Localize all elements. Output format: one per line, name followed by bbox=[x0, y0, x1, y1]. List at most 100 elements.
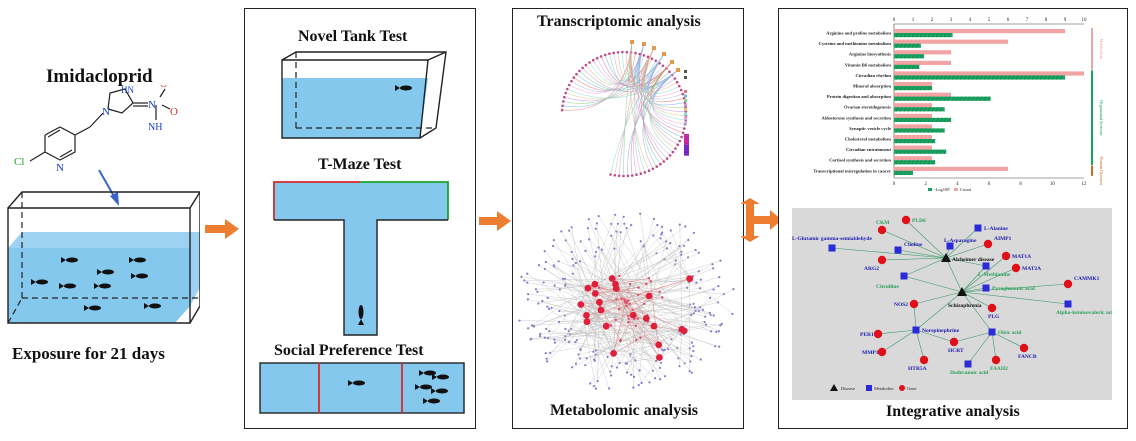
tmaze-diagram bbox=[273, 181, 449, 336]
network-hub-node bbox=[680, 327, 688, 335]
network-edge bbox=[528, 288, 588, 329]
network-hub-node bbox=[655, 341, 663, 349]
network-leaf-node bbox=[550, 306, 553, 309]
network-leaf-node bbox=[578, 357, 582, 360]
bar-hatch bbox=[935, 128, 939, 133]
network-leaf-node bbox=[613, 247, 616, 250]
network-leaf-node bbox=[614, 213, 617, 216]
network-inner-node bbox=[643, 302, 646, 305]
bar-hatch bbox=[919, 117, 923, 123]
disease-label: Alzheimer disease bbox=[952, 257, 995, 263]
legend-gene-label: Gene bbox=[907, 386, 917, 391]
network-edge bbox=[586, 315, 656, 379]
circos-node bbox=[678, 84, 681, 88]
network-leaf-node bbox=[719, 259, 722, 262]
network-leaf-node bbox=[610, 365, 613, 368]
network-edge bbox=[528, 293, 600, 303]
bar-hatch bbox=[911, 117, 915, 123]
network-hub-node bbox=[584, 284, 592, 292]
network-leaf-node bbox=[708, 311, 711, 314]
top-tick-label: 7 bbox=[1026, 18, 1029, 23]
network-leaf-node bbox=[572, 264, 575, 267]
network-edge bbox=[877, 329, 917, 335]
network-leaf-node bbox=[654, 377, 657, 380]
metabolite-node bbox=[974, 224, 982, 232]
network-edge bbox=[903, 275, 963, 293]
network-edge bbox=[961, 255, 1007, 293]
circos-legend-swatch bbox=[684, 108, 687, 111]
network-edge bbox=[546, 309, 602, 362]
bar-hatch bbox=[915, 96, 919, 101]
network-edge bbox=[563, 278, 616, 285]
network-edge bbox=[616, 276, 693, 289]
metabolite-node bbox=[982, 262, 990, 270]
network-leaf-node bbox=[520, 275, 523, 278]
bar-hatch bbox=[983, 75, 987, 80]
network-leaf-node bbox=[670, 338, 673, 341]
network-hub-node bbox=[577, 301, 585, 308]
network-edge bbox=[594, 284, 629, 301]
gene-node bbox=[1001, 251, 1011, 261]
bar-hatch bbox=[903, 64, 907, 70]
circos-node bbox=[561, 104, 564, 108]
network-leaf-node bbox=[669, 242, 672, 245]
network-leaf-node bbox=[552, 239, 555, 242]
network-leaf-node bbox=[680, 250, 683, 253]
network-inner-node bbox=[645, 282, 648, 286]
network-edge bbox=[587, 242, 671, 289]
group-label: Organismal Systems bbox=[1099, 100, 1104, 136]
bar-hatch bbox=[911, 107, 915, 112]
bar-hatch bbox=[1027, 75, 1031, 80]
bar-hatch bbox=[899, 85, 903, 91]
network-hub-node bbox=[612, 280, 619, 288]
count-bar bbox=[894, 145, 932, 150]
network-leaf-node bbox=[592, 385, 595, 388]
network-hub-node bbox=[610, 350, 617, 357]
network-edge bbox=[961, 287, 987, 293]
network-edge bbox=[587, 288, 690, 349]
network-edge bbox=[606, 303, 645, 327]
network-leaf-node bbox=[684, 225, 687, 228]
count-bar bbox=[894, 29, 1065, 34]
network-leaf-node bbox=[594, 387, 597, 390]
count-bar bbox=[894, 39, 1008, 44]
bar-hatch bbox=[975, 75, 979, 80]
gene-label: MAT2A bbox=[1022, 266, 1041, 272]
network-edge bbox=[569, 230, 596, 285]
bar-hatch bbox=[927, 96, 931, 101]
network-inner-node bbox=[634, 324, 638, 327]
network-edge bbox=[615, 284, 637, 340]
network-leaf-node bbox=[659, 378, 662, 381]
count-bar bbox=[894, 71, 1084, 76]
network-edge bbox=[664, 258, 690, 279]
network-edge bbox=[547, 306, 587, 316]
bar-hatch bbox=[939, 107, 943, 112]
network-leaf-node bbox=[536, 290, 539, 293]
bar-hatch bbox=[999, 75, 1003, 80]
bar-hatch bbox=[907, 85, 911, 91]
network-leaf-node bbox=[652, 234, 655, 237]
network-edge bbox=[568, 288, 617, 343]
network-edge bbox=[587, 288, 621, 341]
atom-hn: HN bbox=[121, 85, 134, 95]
legend-neglogp-swatch bbox=[928, 188, 932, 191]
network-inner-node bbox=[635, 338, 638, 341]
count-bar bbox=[894, 113, 932, 118]
network-edge bbox=[564, 304, 581, 340]
metabolite-node bbox=[988, 328, 996, 336]
bar-hatch bbox=[899, 128, 903, 133]
network-leaf-node bbox=[595, 222, 598, 225]
network-inner-node bbox=[658, 290, 661, 294]
network-edge bbox=[613, 353, 662, 363]
network-edge bbox=[553, 245, 613, 279]
integrative-network: Alzheimer diseaseSchizophreniaL-AlanineL… bbox=[792, 215, 1112, 391]
gene-label: ARG2 bbox=[864, 266, 879, 272]
bar-hatch bbox=[899, 54, 903, 59]
bar-hatch bbox=[895, 96, 899, 101]
network-edge bbox=[646, 264, 676, 319]
circos-node bbox=[588, 61, 591, 64]
count-bar bbox=[894, 156, 932, 161]
network-leaf-node bbox=[596, 380, 599, 383]
bar-hatch bbox=[919, 149, 923, 154]
bar-hatch bbox=[979, 96, 983, 101]
